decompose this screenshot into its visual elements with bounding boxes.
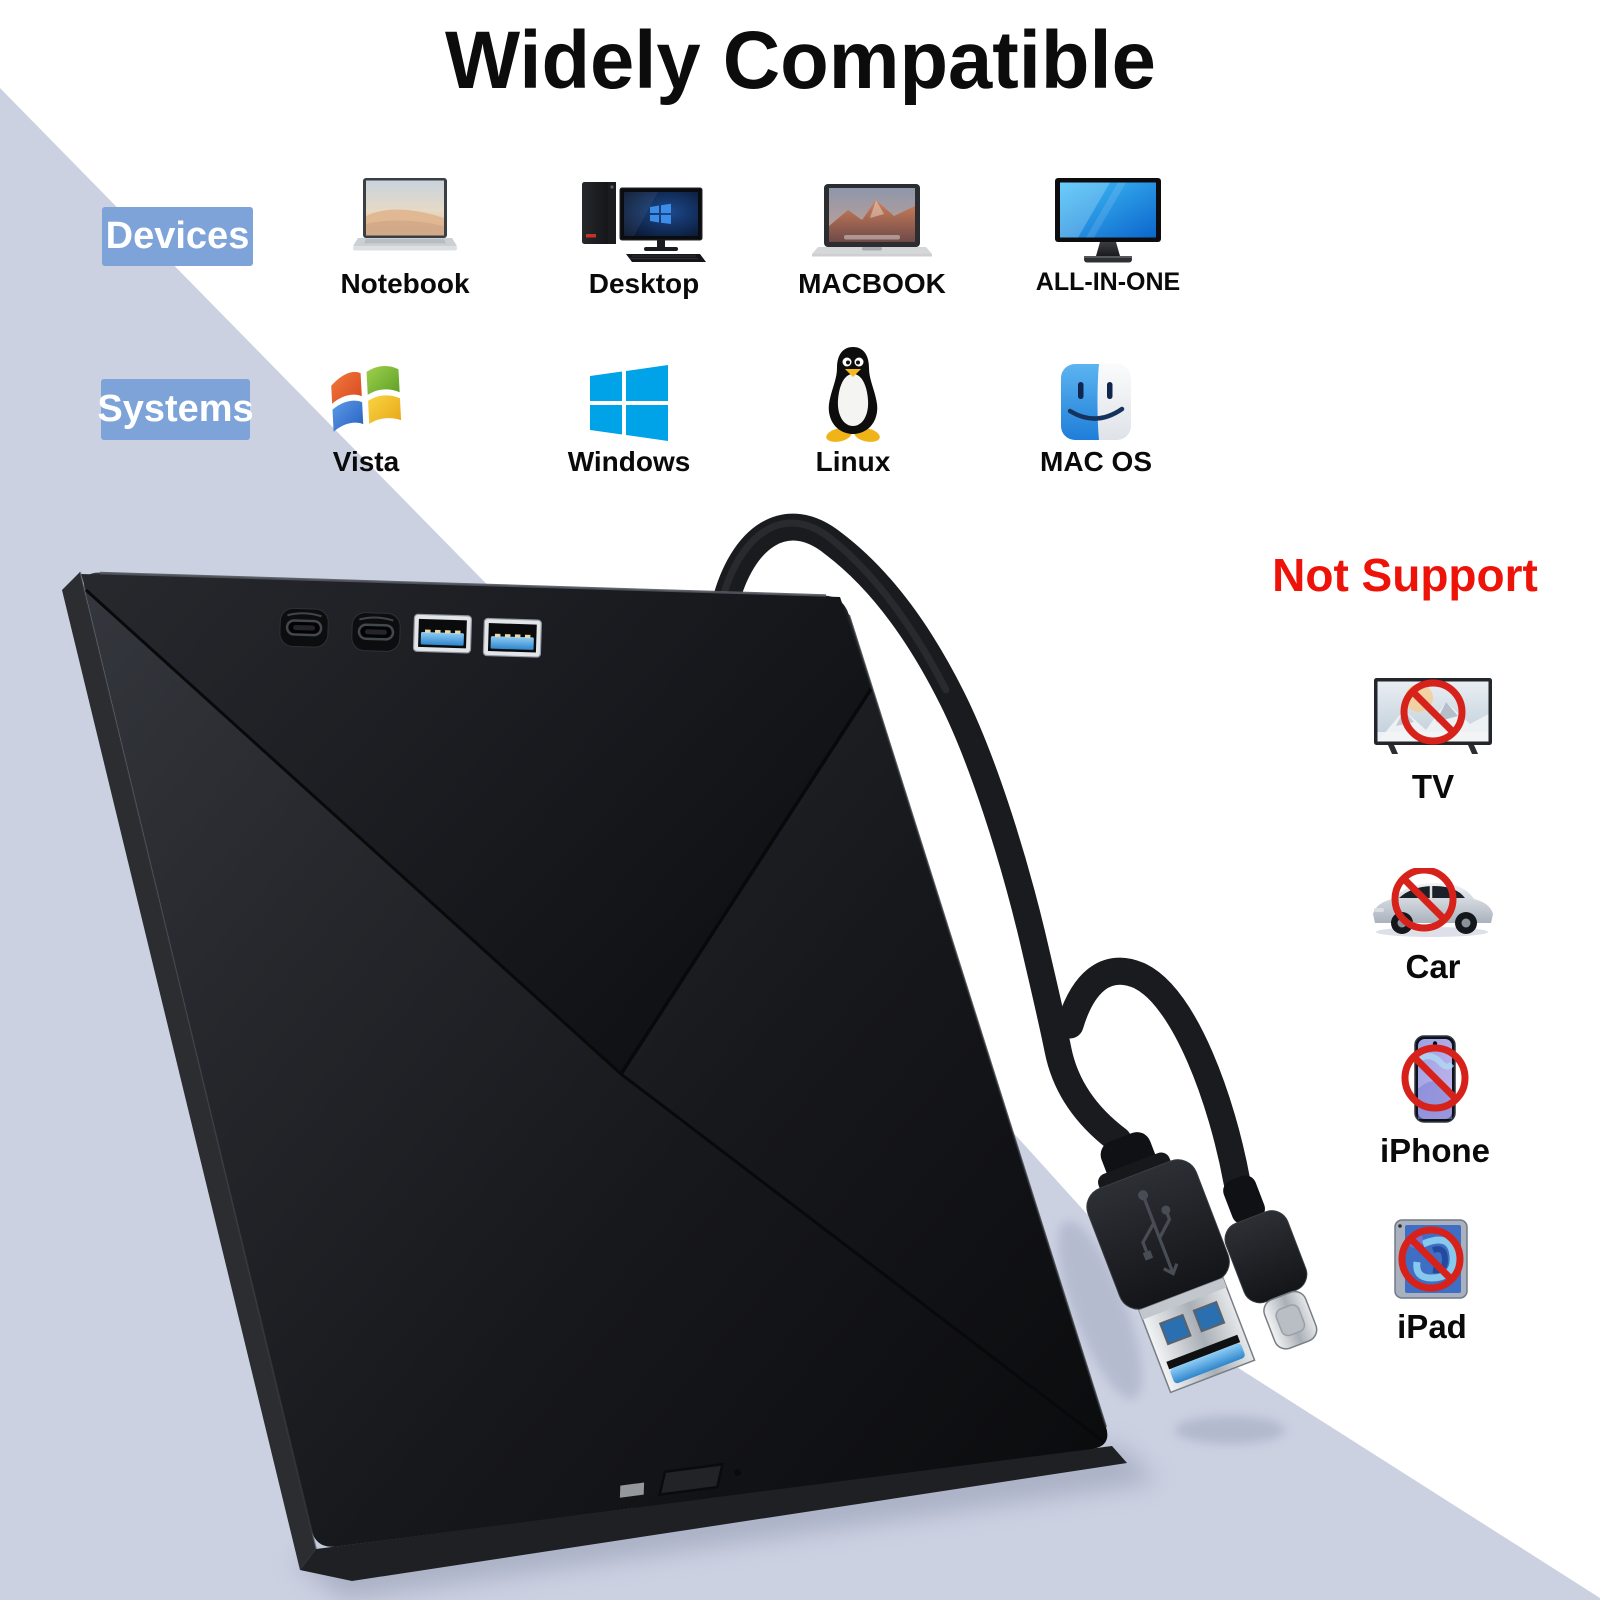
device-item-macbook: MACBOOK [777, 172, 967, 300]
device-item-all-in-one: ALL-IN-ONE [1013, 172, 1203, 297]
usb-cable [711, 513, 1251, 1196]
system-item-vista: Vista [271, 344, 461, 478]
device-item-desktop: Desktop [549, 172, 739, 300]
drive-front-side [300, 1446, 1127, 1581]
system-item-mac-os: MAC OS [1001, 344, 1191, 478]
cable-main [711, 513, 1132, 1154]
not-support-label: TV [1411, 768, 1455, 805]
device-label: MACBOOK [798, 268, 946, 299]
device-item-notebook: Notebook [310, 172, 500, 300]
tv-icon [1374, 678, 1492, 762]
drive-left-edge-highlight [79, 571, 317, 1550]
system-label: Linux [815, 446, 891, 477]
linux-tux-icon [822, 344, 884, 442]
cable-highlight [718, 519, 950, 694]
drive-ports [279, 607, 542, 658]
usb-trident-icon [1138, 1190, 1179, 1276]
optical-drive [62, 571, 1127, 1581]
not-support-heading: Not Support [1272, 549, 1538, 601]
cable-branch-usb-c [1056, 957, 1251, 1196]
mac-os-finder-icon [1061, 344, 1131, 442]
system-label: Windows [567, 446, 691, 477]
usb-c-plug [1223, 1175, 1318, 1350]
devices-badge: Devices [102, 207, 253, 266]
all-in-one-icon [1052, 172, 1164, 264]
not-support-item-ipad: iPad [1332, 1216, 1532, 1346]
systems-badge: Systems [97, 379, 254, 440]
usb-c-port [351, 612, 401, 652]
system-label: MAC OS [1040, 446, 1152, 477]
notebook-icon [350, 172, 460, 264]
drive-facet-grooves [84, 588, 1105, 1444]
macbook-icon [810, 172, 934, 264]
not-support-item-iphone: iPhone [1335, 1034, 1535, 1170]
plug-tip-shadow [1175, 1416, 1285, 1444]
drive-facet-panel [81, 574, 871, 1074]
vista-logo-icon [324, 344, 408, 442]
device-label: Notebook [340, 268, 470, 299]
iphone-icon [1395, 1034, 1475, 1126]
plug-shadow [1058, 1220, 1142, 1400]
usb-a-plug [1086, 1132, 1256, 1394]
not-support-item-tv: TV [1333, 678, 1533, 806]
system-item-windows: Windows [534, 344, 724, 478]
usb-c-port [279, 607, 329, 648]
eject-button [658, 1462, 725, 1497]
drive-front-controls [619, 1462, 742, 1498]
device-label: ALL-IN-ONE [1035, 268, 1181, 296]
not-support-label: Car [1405, 948, 1461, 985]
usb-a-port [482, 617, 542, 658]
car-icon [1368, 868, 1498, 942]
drive-right-edge-highlight [848, 614, 1107, 1428]
drive-indicator-led [619, 1482, 645, 1498]
system-label: Vista [332, 446, 400, 477]
not-support-label: iPhone [1379, 1132, 1490, 1169]
not-support-label: iPad [1397, 1308, 1467, 1345]
windows-logo-icon [590, 344, 668, 442]
not-support-item-car: Car [1333, 868, 1533, 986]
ipad-icon [1393, 1216, 1471, 1302]
usb-a-port [412, 613, 473, 654]
page-title: Widely Compatible [444, 15, 1156, 106]
desktop-icon [582, 172, 706, 264]
emergency-eject-hole [734, 1468, 742, 1476]
drive-left-side [62, 572, 316, 1570]
system-item-linux: Linux [758, 344, 948, 478]
drive-top-edge-highlight [99, 571, 827, 597]
device-label: Desktop [588, 268, 700, 299]
